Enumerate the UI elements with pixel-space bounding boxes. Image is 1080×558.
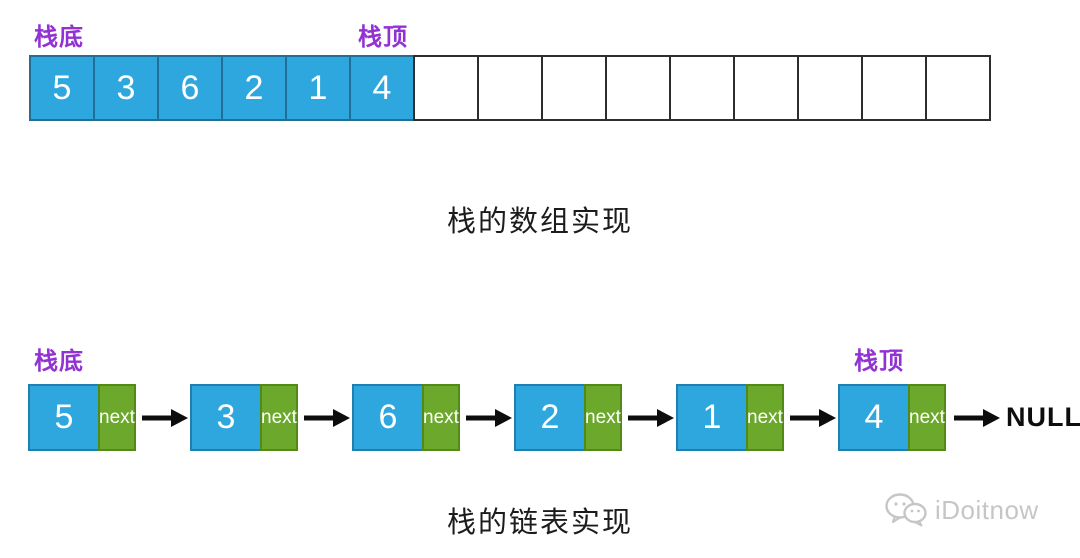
list-stack-top-label: 栈顶 xyxy=(854,348,904,375)
array-cell-empty xyxy=(925,55,991,121)
wechat-chat-bubbles-icon xyxy=(885,493,927,527)
array-cell-empty xyxy=(413,55,479,121)
list-node: 5 next xyxy=(28,384,136,451)
list-node: 3 next xyxy=(190,384,298,451)
array-cell-empty xyxy=(797,55,863,121)
list-node: 1 next xyxy=(676,384,784,451)
arrow-right-icon xyxy=(954,409,1000,427)
watermark-text: iDoitnow xyxy=(935,494,1039,525)
list-stack-bottom-label: 栈底 xyxy=(34,348,84,375)
array-stack-top-label: 栈顶 xyxy=(358,24,408,51)
array-cell-filled: 6 xyxy=(157,55,223,121)
node-value: 6 xyxy=(352,384,424,451)
node-value: 1 xyxy=(676,384,748,451)
arrow-right-icon xyxy=(790,409,836,427)
array-cell-filled: 2 xyxy=(221,55,287,121)
array-implementation-caption: 栈的数组实现 xyxy=(446,206,633,238)
node-next-pointer: next xyxy=(908,384,946,451)
array-cell-filled: 4 xyxy=(349,55,415,121)
array-cell-empty xyxy=(477,55,543,121)
array-cell-empty xyxy=(861,55,927,121)
node-next-pointer: next xyxy=(98,384,136,451)
node-value: 5 xyxy=(28,384,100,451)
node-next-pointer: next xyxy=(746,384,784,451)
array-cell-empty xyxy=(669,55,735,121)
arrow-right-icon xyxy=(142,409,188,427)
watermark: iDoitnow xyxy=(884,492,1039,528)
node-value: 3 xyxy=(190,384,262,451)
null-terminator-label: NULL xyxy=(1006,402,1080,432)
array-stack-bottom-label: 栈底 xyxy=(34,24,84,51)
list-implementation-caption: 栈的链表实现 xyxy=(446,507,633,539)
node-next-pointer: next xyxy=(584,384,622,451)
arrow-right-icon xyxy=(304,409,350,427)
arrow-right-icon xyxy=(628,409,674,427)
array-cell-empty xyxy=(605,55,671,121)
arrow-right-icon xyxy=(466,409,512,427)
array-cell-filled: 3 xyxy=(93,55,159,121)
array-cell-filled: 1 xyxy=(285,55,351,121)
list-node: 6 next xyxy=(352,384,460,451)
array-cell-filled: 5 xyxy=(29,55,95,121)
list-node: 2 next xyxy=(514,384,622,451)
array-cell-empty xyxy=(541,55,607,121)
array-cell-empty xyxy=(733,55,799,121)
node-value: 4 xyxy=(838,384,910,451)
node-next-pointer: next xyxy=(422,384,460,451)
list-node: 4 next xyxy=(838,384,946,451)
node-next-pointer: next xyxy=(260,384,298,451)
stack-array: 5 3 6 2 1 4 xyxy=(29,55,991,121)
node-value: 2 xyxy=(514,384,586,451)
